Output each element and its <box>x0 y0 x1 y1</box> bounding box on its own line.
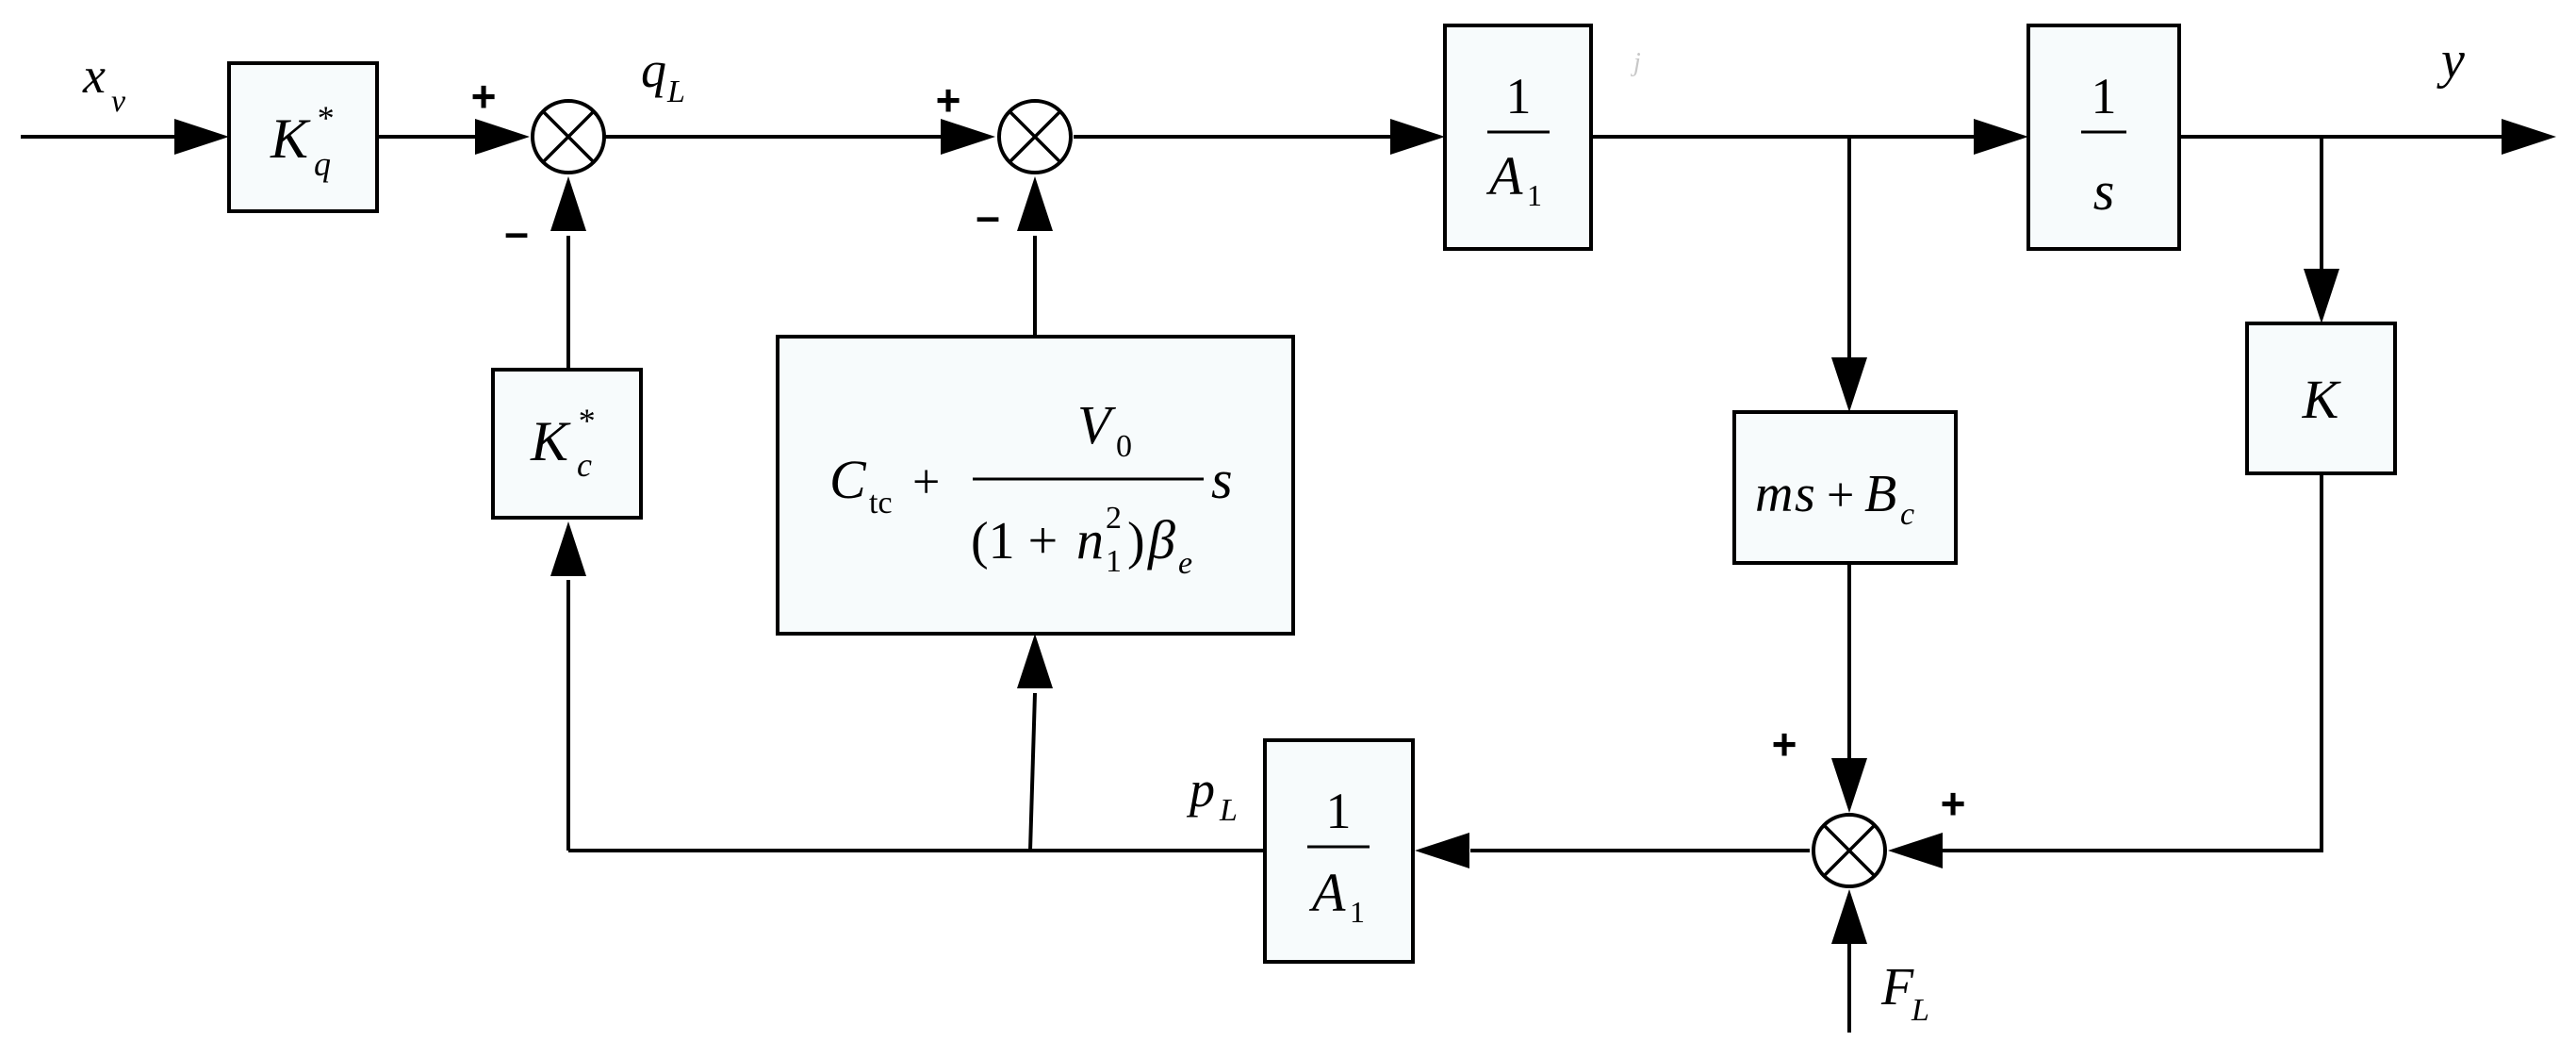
summing-junction-2 <box>997 99 1073 174</box>
sum3-plus-right-sign: + <box>1941 779 1966 828</box>
junction-signs: + – + – + + <box>471 72 1966 828</box>
md-plus: + <box>1827 469 1854 522</box>
arrowhead-into-leakage <box>1017 634 1053 688</box>
signal-label-xv: x v <box>82 47 126 119</box>
signal-label-pl: p L <box>1186 761 1238 828</box>
wire-spring-to-sum3 <box>1928 473 2323 852</box>
xv-sub: v <box>111 84 126 119</box>
summing-junction-3 <box>1812 813 1887 888</box>
block-kq: K * q <box>227 61 379 213</box>
leakage-den-close: ) <box>1127 512 1145 570</box>
a1-bottom-num: 1 <box>1326 783 1352 839</box>
sum1-plus-sign: + <box>471 72 497 121</box>
arrowhead-into-sum3-right <box>1888 833 1943 868</box>
arrowhead-into-sum2 <box>941 119 995 155</box>
ql-sub: L <box>666 74 685 109</box>
block-mass-damper: m s + B c <box>1732 410 1958 565</box>
a1-top-den: A <box>1485 145 1523 207</box>
leakage-den-open: (1 + <box>971 512 1058 570</box>
leakage-s: s <box>1211 449 1233 510</box>
arrowhead-into-spring <box>2304 269 2339 323</box>
y-label: y <box>2437 31 2465 90</box>
sum2-minus-sign: – <box>976 191 1000 240</box>
wire-pl-to-leakage <box>1028 692 1037 851</box>
summing-junction-1 <box>531 99 606 174</box>
integrator-num: 1 <box>2092 68 2117 124</box>
kc-main: K <box>530 410 571 472</box>
leakage-plus: + <box>912 455 940 509</box>
xv-main: x <box>82 47 106 104</box>
integrator-den: s <box>2093 160 2115 222</box>
leakage-n-sup: 2 <box>1106 501 1122 536</box>
fl-main: F <box>1880 958 1914 1017</box>
sum3-plus-top-sign: + <box>1772 719 1797 769</box>
block-kc: K * c <box>491 368 643 520</box>
leakage-beta-sub: e <box>1178 546 1192 581</box>
block-spring: K <box>2245 322 2397 475</box>
kq-main: K <box>270 107 311 170</box>
leakage-v: V <box>1077 394 1117 455</box>
signal-label-ql: q L <box>641 41 685 109</box>
arrowhead-into-kc <box>550 521 586 576</box>
block-inv-a1-bottom: 1 A 1 <box>1263 738 1415 964</box>
signal-label-fl: F L <box>1880 958 1929 1028</box>
leakage-c: C <box>829 449 867 510</box>
arrowhead-into-sum1-bottom <box>550 176 586 231</box>
block-leakage-compliance: C tc + V 0 (1 + n 2 1 ) β e s <box>776 335 1295 636</box>
kq-sup: * <box>316 99 333 137</box>
arrowhead-into-a1-top <box>1390 119 1445 155</box>
pl-sub: L <box>1219 793 1238 828</box>
arrowhead-into-sum3-top <box>1831 758 1867 813</box>
leakage-beta: β <box>1147 509 1175 570</box>
md-b: B <box>1864 465 1896 523</box>
arrowhead-y-output <box>2502 119 2556 155</box>
sum1-minus-sign: – <box>504 207 529 256</box>
arrowhead-into-kq <box>174 119 229 155</box>
signal-wires <box>21 135 2507 1033</box>
a1-bottom-den: A <box>1308 862 1346 923</box>
ql-main: q <box>641 41 666 98</box>
spring-label: K <box>2302 369 2342 430</box>
stray-mark: j <box>1631 48 1641 77</box>
md-m: m <box>1755 465 1793 523</box>
kc-sup: * <box>577 402 594 439</box>
a1-top-num: 1 <box>1506 68 1532 124</box>
arrowheads <box>174 119 2556 944</box>
arrowhead-into-a1-bottom <box>1415 833 1469 868</box>
block-integrator: 1 s <box>2026 24 2181 251</box>
md-s: s <box>1795 465 1815 523</box>
arrowhead-into-sum2-bottom <box>1017 176 1053 231</box>
pl-main: p <box>1186 761 1215 818</box>
leakage-tc: tc <box>869 486 893 521</box>
arrowhead-into-integrator <box>1974 119 2028 155</box>
arrowhead-into-mass-damper <box>1831 357 1867 412</box>
arrowhead-into-sum3-bottom <box>1831 889 1867 944</box>
md-c: c <box>1900 497 1914 532</box>
leakage-v-sub: 0 <box>1116 429 1132 464</box>
leakage-n-sub: 1 <box>1106 544 1122 579</box>
kc-sub: c <box>577 446 592 484</box>
signal-label-y: y <box>2437 31 2465 90</box>
block-inv-a1-top: 1 A 1 <box>1443 24 1593 251</box>
a1-bottom-den-sub: 1 <box>1350 895 1365 929</box>
a1-top-den-sub: 1 <box>1527 178 1542 212</box>
sum2-plus-sign: + <box>936 75 961 124</box>
kq-sub: q <box>314 145 331 183</box>
leakage-n: n <box>1076 509 1104 570</box>
fl-sub: L <box>1911 993 1929 1028</box>
arrowhead-into-sum1 <box>475 119 530 155</box>
